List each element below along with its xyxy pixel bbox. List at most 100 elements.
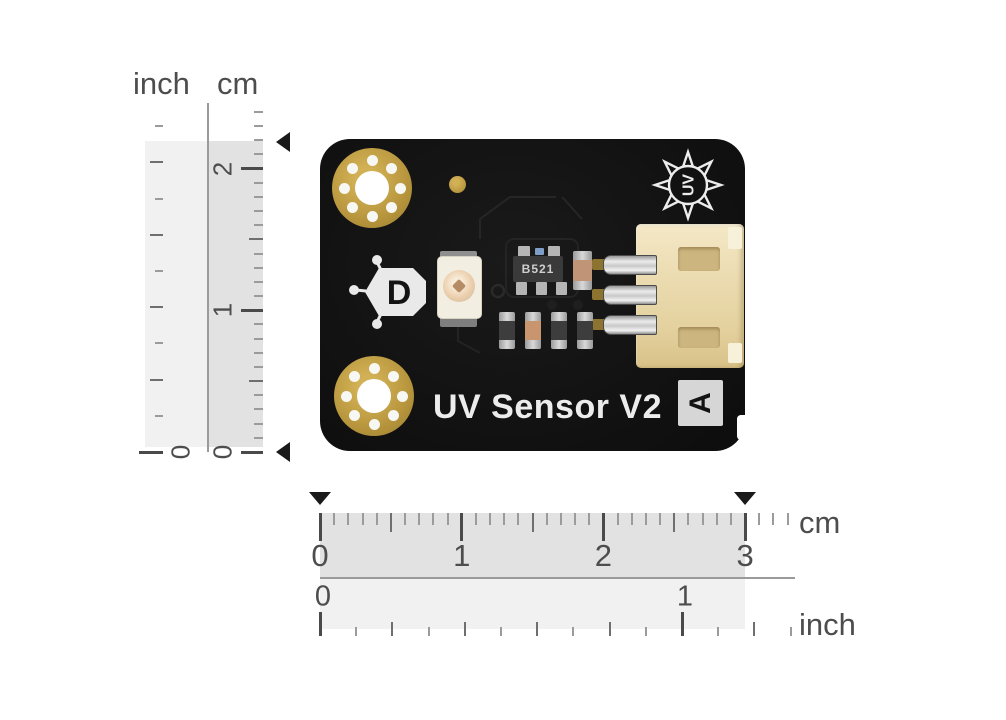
- v-inch-tick: [155, 270, 163, 272]
- v-cm-number: 1: [207, 303, 238, 318]
- resistor-cap: [551, 340, 567, 349]
- h-cm-tick: [687, 513, 690, 525]
- resistor: [499, 312, 515, 349]
- hole-castellation-dot: [368, 362, 380, 374]
- v-cm-tick: [254, 422, 263, 425]
- hole-castellation-dot: [340, 390, 352, 402]
- gold-via-dot: [449, 176, 466, 193]
- v-cm-tick: [254, 210, 263, 213]
- hole-castellation-dot: [346, 162, 358, 174]
- h-inch-tick: [680, 612, 684, 636]
- passive-components: [320, 139, 745, 451]
- ic-lead: [516, 282, 527, 295]
- h-inch-tick: [391, 622, 394, 636]
- v-cm-tick: [254, 337, 263, 340]
- hole-castellation-dot: [346, 202, 358, 214]
- connector-tab: [728, 227, 742, 249]
- h-cm-tick: [588, 513, 591, 525]
- h-inch-tick: [608, 622, 611, 636]
- hole-castellation-dot: [388, 370, 400, 382]
- v-inch-tick: [150, 378, 163, 381]
- v-cm-tick: [254, 224, 263, 227]
- h-cm-tick: [531, 513, 534, 532]
- connector-tab: [728, 343, 742, 363]
- v-inch-tick: [155, 125, 163, 128]
- resistor-cap: [499, 312, 515, 321]
- h-cm-tick: [644, 513, 647, 525]
- h-cm-tick: [743, 513, 747, 541]
- vertical-inch-header: inch: [133, 66, 190, 101]
- h-cm-tick: [489, 513, 492, 525]
- hole-castellation-dot: [386, 162, 398, 174]
- resistor-cap: [577, 312, 593, 321]
- resistor-cap: [499, 340, 515, 349]
- board-left-marker-arrow: [309, 492, 331, 505]
- resistor-cap: [525, 340, 541, 349]
- h-inch-tick: [463, 622, 466, 636]
- h-cm-tick: [601, 513, 605, 541]
- v-cm-tick: [254, 436, 263, 439]
- hole-castellation-dot: [366, 154, 378, 166]
- h-inch-tick: [536, 622, 539, 636]
- h-inch-tick: [427, 627, 430, 636]
- ic-lead: [536, 282, 547, 295]
- pcb-trace-silk: [457, 196, 583, 354]
- horizontal-inch-ruler-band: [320, 579, 745, 629]
- connector-slot: [678, 247, 720, 271]
- revision-badge: A: [678, 380, 723, 426]
- hole-castellation-dot: [348, 410, 360, 422]
- hole-castellation-dot: [368, 418, 380, 430]
- h-inch-tick: [753, 622, 756, 636]
- ic-marking: B521: [521, 262, 555, 276]
- amplifier-ic: B521: [513, 256, 563, 282]
- maker-logo-icon: D: [349, 255, 426, 329]
- v-inch-tick: [150, 161, 163, 164]
- v-cm-tick: [241, 450, 263, 454]
- h-cm-tick: [460, 513, 464, 541]
- vertical-inch-ruler-band: [145, 141, 207, 447]
- v-cm-number: 0: [207, 444, 238, 460]
- uv-photodiode-lens: [443, 270, 475, 302]
- h-cm-tick: [375, 513, 378, 525]
- h-inch-number: 1: [676, 580, 694, 613]
- resistor: [577, 312, 593, 349]
- vertical-cm-ruler-band: [209, 141, 263, 447]
- h-cm-number: 2: [594, 538, 613, 573]
- h-cm-tick: [361, 513, 364, 525]
- v-cm-tick: [249, 238, 263, 241]
- h-cm-tick: [786, 513, 789, 525]
- ic-lead: [518, 246, 530, 258]
- uv-sun-logo-icon: UV: [651, 148, 725, 222]
- hole-castellation-dot: [388, 410, 400, 422]
- board-title: UV Sensor V2: [433, 388, 662, 426]
- inch-unit-label: inch: [799, 607, 856, 642]
- resistor-cap: [525, 312, 541, 321]
- uv-photodiode: [437, 256, 482, 319]
- v-cm-tick: [254, 153, 263, 156]
- horizontal-ruler-divider: [320, 577, 795, 579]
- v-inch-tick: [150, 233, 163, 236]
- mounting-hole-top-left: [332, 148, 412, 228]
- resistor: [551, 312, 567, 349]
- ic-lead: [548, 246, 560, 258]
- resistor: [525, 312, 541, 349]
- h-cm-tick: [432, 513, 435, 525]
- v-cm-tick: [254, 110, 263, 113]
- h-cm-tick: [574, 513, 577, 525]
- uv-sensor-pcb: UV D B521: [320, 139, 751, 451]
- capacitor: [573, 251, 592, 290]
- hole-castellation-dot: [386, 202, 398, 214]
- v-inch-tick: [139, 450, 163, 454]
- resistor-cap: [551, 312, 567, 321]
- v-cm-tick: [254, 280, 263, 283]
- h-cm-tick: [474, 513, 477, 525]
- h-cm-tick: [616, 513, 619, 525]
- v-cm-tick: [254, 295, 263, 298]
- board-right-marker-arrow: [734, 492, 756, 505]
- h-cm-tick: [347, 513, 350, 525]
- v-cm-tick: [254, 125, 263, 128]
- hole-drill: [355, 171, 389, 205]
- maker-logo-letter: D: [387, 274, 412, 312]
- h-inch-number: 0: [314, 580, 332, 613]
